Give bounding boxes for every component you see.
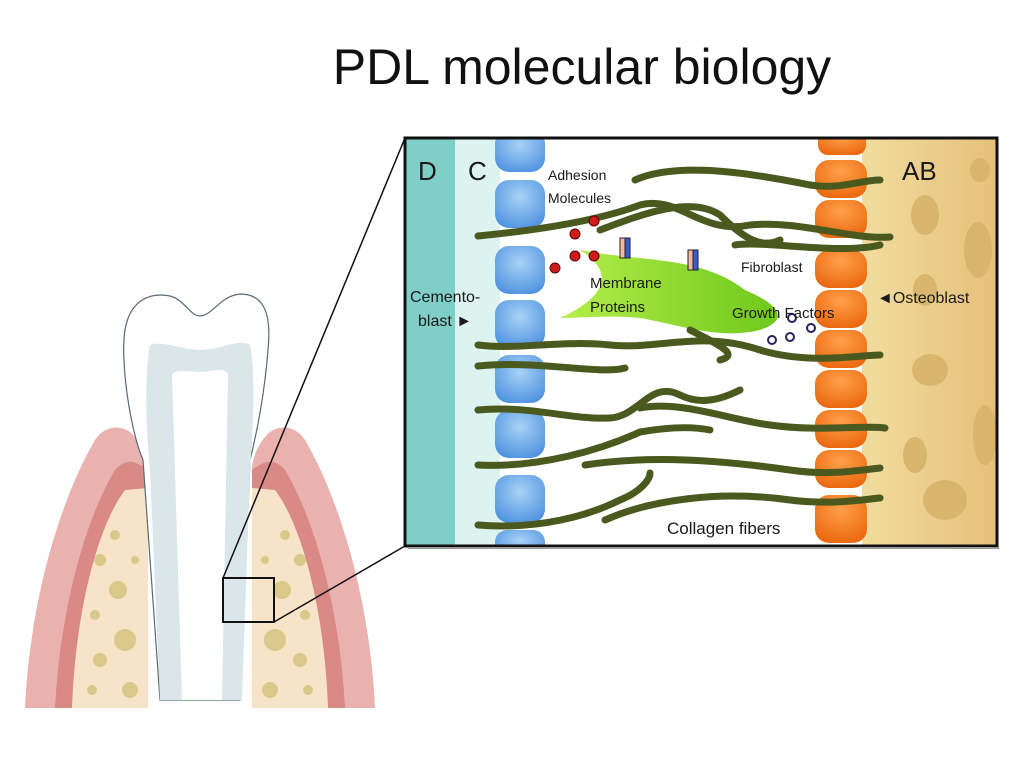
label-adhesion-1: Adhesion (548, 167, 606, 183)
bone-pores (903, 158, 997, 520)
label-collagen-fibers: Collagen fibers (667, 519, 780, 538)
inset-frame (403, 136, 999, 548)
label-adhesion-2: Molecules (548, 190, 611, 206)
label-cementoblast-1: Cemento- (410, 289, 480, 306)
adhesion-molecules (549, 215, 600, 274)
zoom-region-box (222, 577, 275, 623)
collagen-fibers (474, 166, 894, 530)
bone-right (252, 488, 328, 708)
tooth-illustration (25, 137, 406, 708)
pdl-inset: D C AB Adhesion Molecules Membrane Prote… (403, 136, 999, 549)
dentin-layer (405, 138, 455, 546)
bone-left (72, 488, 148, 708)
label-cementum: C (468, 156, 487, 186)
label-dentin: D (418, 156, 437, 186)
pulp (172, 370, 228, 700)
label-cementoblast-2: blast ► (418, 313, 472, 330)
bone-trabeculae (87, 530, 313, 698)
membrane-proteins (619, 237, 699, 271)
label-fibroblast: Fibroblast (741, 259, 803, 275)
label-osteoblast: ◄Osteoblast (877, 290, 970, 307)
page-title: PDL molecular biology (332, 39, 832, 95)
label-membrane-2: Proteins (590, 299, 645, 316)
label-growth-factors: Growth Factors (732, 305, 835, 322)
fibroblast-cell (560, 250, 778, 334)
osteoblast-cells (815, 138, 867, 543)
growth-factors (767, 313, 816, 345)
label-membrane-1: Membrane (590, 275, 662, 292)
label-alveolar-bone: AB (902, 156, 937, 186)
